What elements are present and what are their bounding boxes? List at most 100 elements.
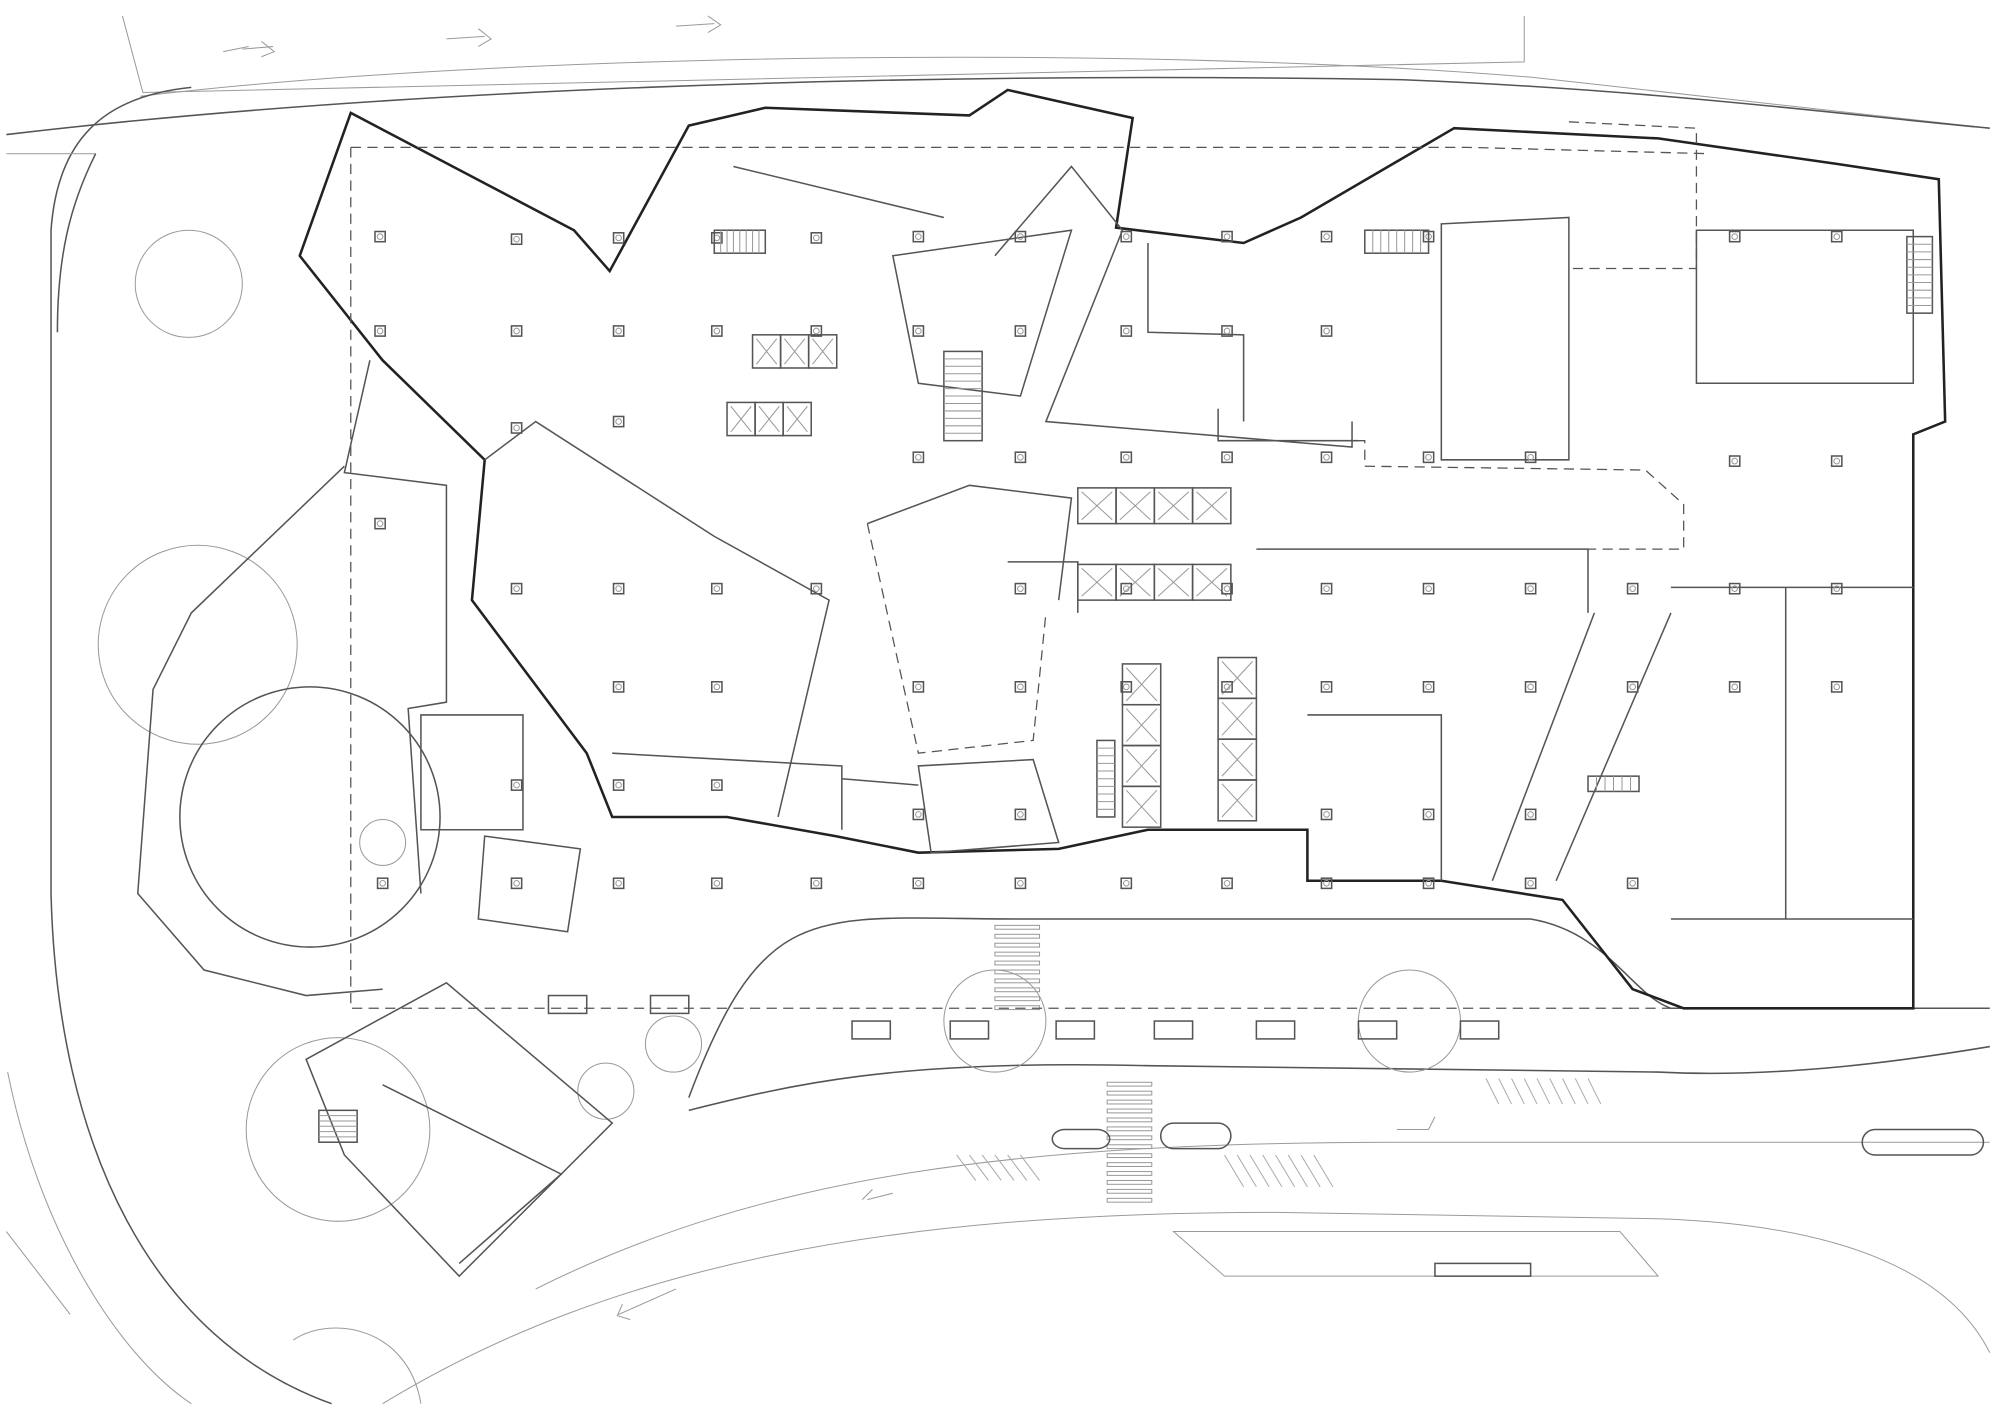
hatch-line	[1262, 1154, 1283, 1188]
column-core	[1323, 453, 1330, 461]
crosswalk-stripe	[994, 996, 1041, 1002]
elevator-banks	[726, 334, 1258, 828]
hatch-line	[1007, 1154, 1028, 1181]
crosswalk-stripe	[994, 942, 1041, 948]
planter-circle	[943, 969, 1047, 1073]
curbside-planter	[1459, 1020, 1500, 1040]
column	[1524, 680, 1537, 693]
column	[1120, 230, 1133, 243]
column	[612, 877, 625, 890]
column	[912, 808, 925, 821]
column-core	[1425, 453, 1432, 461]
column	[612, 680, 625, 693]
column-core	[813, 879, 820, 887]
column-core	[513, 424, 520, 432]
hatch-line	[1523, 1078, 1538, 1105]
column-core	[813, 585, 820, 592]
arrow-icon	[861, 1189, 893, 1201]
column	[1728, 582, 1741, 595]
crosswalk-stripe	[994, 987, 1041, 993]
crosswalk-stripe	[1106, 1108, 1153, 1114]
crosswalk-stripe	[1106, 1188, 1153, 1194]
column	[1120, 451, 1133, 464]
column-core	[615, 781, 622, 789]
column	[1014, 325, 1027, 337]
column-core	[1527, 683, 1534, 691]
column-core	[1731, 233, 1739, 240]
column	[374, 230, 386, 243]
column	[1014, 680, 1027, 693]
column	[1120, 325, 1133, 337]
column-core	[1223, 453, 1231, 461]
column	[912, 325, 925, 337]
column	[1728, 455, 1741, 467]
stairs	[318, 229, 1934, 1143]
column-core	[1017, 233, 1024, 240]
curbside-planter	[851, 1020, 892, 1040]
crosswalk-stripe	[994, 978, 1041, 984]
elevator-cross	[758, 405, 780, 433]
column	[710, 232, 723, 244]
elevator-cross	[1125, 749, 1158, 783]
arrow-icon	[223, 41, 276, 58]
elevator-cross	[1081, 567, 1113, 597]
column-core	[1323, 233, 1330, 240]
column	[1221, 680, 1233, 693]
elevator-cross	[1221, 742, 1253, 777]
elevator-car	[1121, 785, 1162, 828]
column	[1524, 451, 1537, 464]
column	[1422, 582, 1435, 595]
column-core	[1017, 453, 1024, 461]
curbside-planter	[1357, 1020, 1398, 1040]
column	[510, 422, 523, 434]
column	[810, 325, 823, 337]
elevator-car	[782, 401, 812, 437]
elevator-cross	[1125, 708, 1158, 743]
column-core	[713, 327, 721, 335]
column	[1524, 582, 1537, 595]
elevator-cross	[812, 338, 834, 365]
traffic-island	[1861, 1128, 1985, 1156]
column-core	[1425, 585, 1432, 592]
column	[510, 582, 523, 595]
crosswalk-stripe	[994, 924, 1041, 930]
column	[710, 325, 723, 337]
column-core	[1527, 879, 1534, 887]
hatch-line	[968, 1154, 989, 1181]
hatch-line	[1562, 1078, 1576, 1105]
hatch-line	[981, 1154, 1002, 1181]
column-core	[615, 418, 622, 425]
column	[1014, 230, 1027, 243]
column	[1120, 680, 1133, 693]
column	[1120, 877, 1133, 890]
elevator-cross	[784, 338, 806, 365]
crosswalk-stripe	[1106, 1171, 1153, 1176]
column	[912, 877, 925, 890]
road-arrows	[223, 15, 1436, 1321]
column-core	[915, 811, 922, 818]
column-core	[713, 585, 721, 592]
crosswalk-stripe	[1106, 1117, 1153, 1123]
structural-columns	[374, 230, 1843, 890]
column-core	[1833, 233, 1841, 240]
elevator-cross	[1081, 491, 1113, 521]
planter-circle	[577, 1062, 635, 1120]
elevator-cross	[1157, 567, 1190, 597]
hatch-line	[1574, 1078, 1589, 1105]
planter-circle	[134, 229, 243, 338]
crosswalk-stripe	[1106, 1081, 1153, 1087]
column	[612, 779, 625, 791]
planter-circle	[644, 1015, 703, 1073]
column-core	[1425, 683, 1432, 691]
hatch-line	[1275, 1154, 1296, 1188]
elevator-cross	[1196, 491, 1228, 521]
column	[1014, 582, 1027, 595]
elevator-car	[1191, 487, 1232, 525]
hatch-line	[1498, 1078, 1512, 1105]
column-core	[1527, 811, 1534, 818]
column-core	[513, 879, 520, 887]
column	[710, 582, 723, 595]
column-core	[713, 683, 721, 691]
planter-circle	[359, 819, 407, 866]
column	[912, 680, 925, 693]
